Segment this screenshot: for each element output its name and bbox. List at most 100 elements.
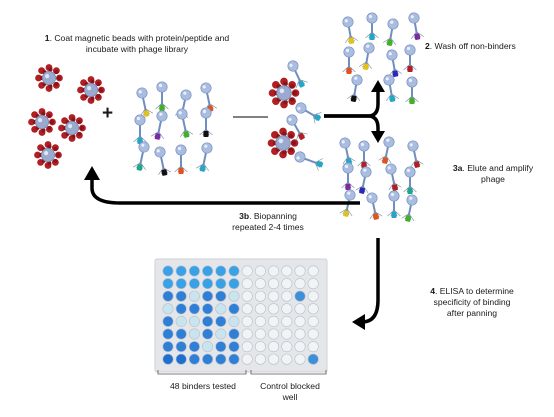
phage-icon xyxy=(383,18,399,46)
elute-arrow xyxy=(324,114,380,132)
biopanning-arrow xyxy=(90,178,360,205)
plate-well xyxy=(281,303,293,315)
eluted-phage-group xyxy=(339,136,424,222)
plate-well xyxy=(215,315,227,327)
magnetic-bead-icon xyxy=(34,141,62,169)
plate-right-caption: Control blocked well xyxy=(250,381,330,403)
plate-well xyxy=(215,265,227,277)
phage-icon xyxy=(295,102,322,124)
plate-well xyxy=(202,353,214,365)
plate-well xyxy=(281,328,293,340)
phage-icon xyxy=(176,108,193,138)
plate-well xyxy=(268,341,280,353)
plate-well xyxy=(188,290,200,302)
phage-icon xyxy=(355,166,372,194)
magnetic-bead-icon xyxy=(77,76,105,104)
step-4-label: 4. ELISA to determine specificity of bin… xyxy=(412,286,532,319)
phage-icon xyxy=(347,74,363,102)
step-3b-text: . Biopanning xyxy=(249,211,297,221)
plate-well xyxy=(268,265,280,277)
plate-well xyxy=(294,328,306,340)
plate-well xyxy=(188,303,200,315)
step-2-text: . Wash off non-binders xyxy=(429,41,516,51)
phage-icon xyxy=(407,140,424,168)
plate-well xyxy=(175,328,187,340)
plate-well xyxy=(307,303,319,315)
plate-well xyxy=(162,353,174,365)
plate-well xyxy=(188,341,200,353)
plate-well xyxy=(294,303,306,315)
plate-well xyxy=(162,265,174,277)
elisa-arrow xyxy=(361,238,380,324)
plate-well xyxy=(162,315,174,327)
plate-right-caption-line1: Control blocked xyxy=(260,381,320,391)
magnetic-beads-group xyxy=(28,64,105,169)
plate-well xyxy=(241,265,253,277)
plate-well xyxy=(175,341,187,353)
plate-well xyxy=(294,290,306,302)
phage-icon xyxy=(385,163,402,191)
step-3a-text: . Elute and amplify xyxy=(462,163,534,173)
plate-well xyxy=(228,353,240,365)
plate-well xyxy=(241,278,253,290)
step-3a-text-line2: phage xyxy=(481,174,505,184)
plate-well xyxy=(254,303,266,315)
step-2-number: 2 xyxy=(425,41,430,51)
plate-well xyxy=(254,290,266,302)
plate-well xyxy=(202,303,214,315)
elisa-plate xyxy=(154,258,328,373)
step-4-text: . ELISA to determine xyxy=(434,286,514,296)
plate-well xyxy=(228,328,240,340)
phage-icon xyxy=(154,146,171,176)
plate-well xyxy=(175,278,187,290)
left-bracket xyxy=(157,370,247,375)
plate-well xyxy=(268,290,280,302)
phage-icon xyxy=(378,136,395,164)
plate-well xyxy=(294,315,306,327)
phage-icon xyxy=(359,42,375,70)
plate-well xyxy=(281,265,293,277)
plate-well xyxy=(228,278,240,290)
phage-icon xyxy=(408,12,424,40)
plate-well xyxy=(241,290,253,302)
step-4-text-line3: after panning xyxy=(446,308,498,318)
phage-icon xyxy=(199,107,213,137)
plate-well xyxy=(281,315,293,327)
step-3b-number: 3b xyxy=(239,211,250,221)
plate-well xyxy=(162,290,174,302)
plate-well xyxy=(241,315,253,327)
phage-icon xyxy=(405,76,419,104)
wash-arrow xyxy=(324,90,380,118)
phage-icon xyxy=(339,137,356,165)
step-1-label: 1. Coat magnetic beads with protein/pept… xyxy=(17,33,257,55)
plate-well xyxy=(268,303,280,315)
plate-well xyxy=(188,353,200,365)
plate-well xyxy=(215,341,227,353)
magnetic-bead-icon xyxy=(35,64,63,92)
phage-icon xyxy=(136,87,153,117)
plate-well xyxy=(281,290,293,302)
plate-well xyxy=(228,290,240,302)
plate-well xyxy=(188,328,200,340)
plate-well xyxy=(307,278,319,290)
phage-icon xyxy=(403,44,417,72)
plate-well xyxy=(202,278,214,290)
phage-icon xyxy=(174,144,188,174)
phage-icon xyxy=(357,140,371,168)
phage-icon xyxy=(387,190,401,218)
step-2-label: 2. Wash off non-binders xyxy=(425,41,516,52)
plate-well xyxy=(162,278,174,290)
magnetic-bead-icon xyxy=(58,114,86,142)
plate-brackets xyxy=(157,370,327,375)
plate-well xyxy=(215,328,227,340)
plate-well xyxy=(268,353,280,365)
plate-well xyxy=(215,303,227,315)
plate-well xyxy=(188,315,200,327)
plate-well xyxy=(307,265,319,277)
plate-well xyxy=(254,353,266,365)
phage-icon xyxy=(366,192,383,220)
plate-well xyxy=(188,278,200,290)
step-3b-label: 3b. Biopanning repeated 2-4 times xyxy=(213,211,323,233)
